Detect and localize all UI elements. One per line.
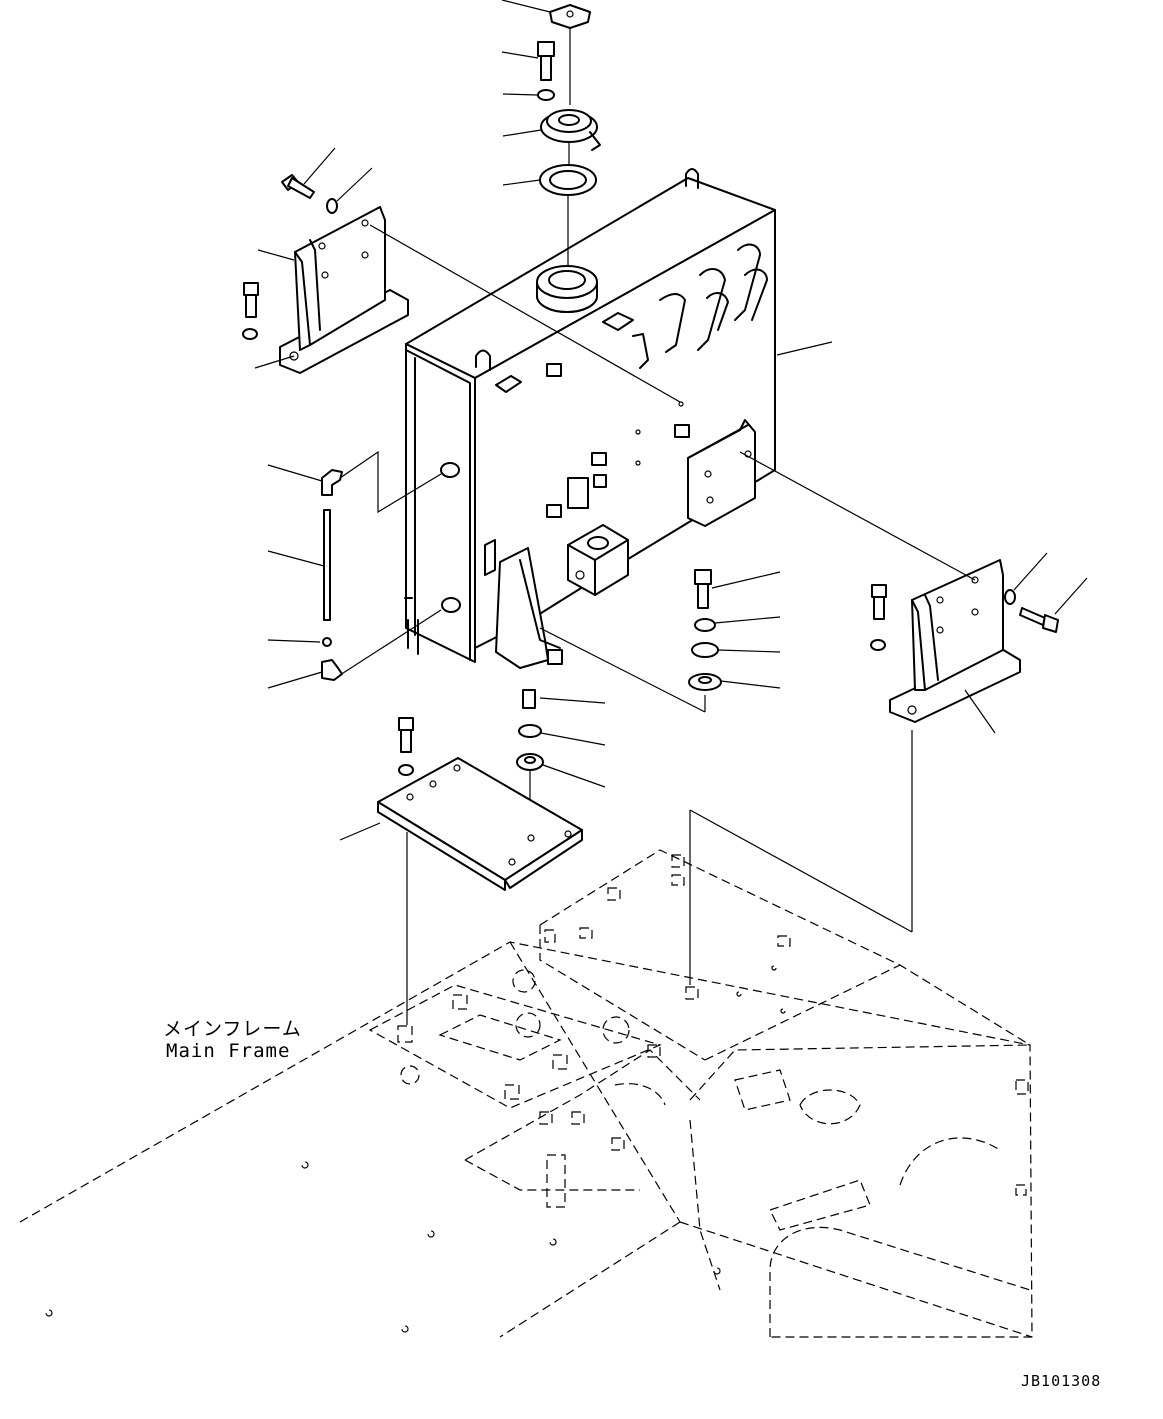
filler-cap-stack — [537, 4, 601, 266]
drawing-code: JB101308 — [1021, 1372, 1102, 1390]
mount-hardware — [516, 569, 722, 985]
lower-mounting-plate — [377, 717, 583, 1025]
main-frame-label-japanese: メインフレーム — [163, 1018, 302, 1040]
main-frame-outline — [19, 849, 1033, 1338]
right-support-bracket — [689, 451, 1059, 933]
left-support-bracket — [242, 174, 681, 403]
main-frame-label-english: Main Frame — [166, 1040, 291, 1062]
leader-lines — [257, 0, 1088, 841]
drain-fittings — [321, 450, 442, 681]
radiator-tank — [404, 168, 776, 669]
